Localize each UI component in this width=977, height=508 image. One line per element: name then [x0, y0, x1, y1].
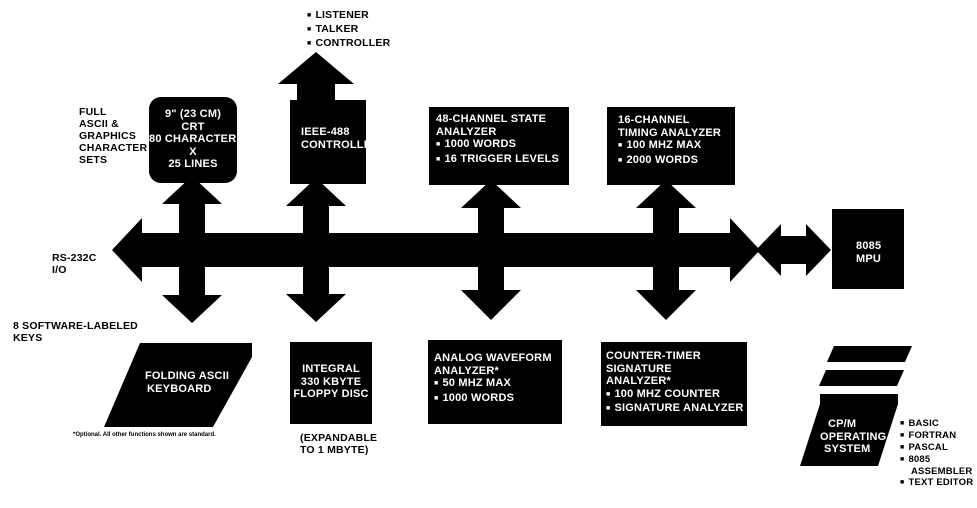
ieee-roles-list: LISTENER TALKER CONTROLLER: [307, 9, 390, 51]
cpm-software-item: 8085: [900, 454, 973, 466]
cpm-box: [800, 394, 898, 466]
mpu-line: 8085: [856, 240, 882, 252]
crt-line: CRT: [181, 120, 205, 133]
timing-analyzer-spec: 100 MHz MAX: [618, 139, 721, 154]
ieee-line: IEEE-488: [301, 126, 350, 138]
waveform-text: ANALOG WAVEFORM ANALYZER* 50 MHz MAX 100…: [434, 352, 552, 406]
cpm-software-item: FORTRAN: [900, 430, 973, 442]
waveform-title: ANALOG WAVEFORM: [434, 352, 552, 364]
ieee-text: IEEE-488 CONTROLLER: [301, 126, 379, 151]
keyboard-text: FOLDING ASCII KEYBOARD: [145, 370, 229, 395]
cpm-layer-middle: [819, 370, 904, 386]
state-bus-arrow: [461, 180, 521, 320]
crt-box: [149, 97, 237, 183]
floppy-line: 330 KBYTE: [300, 375, 362, 388]
mpu-box: [832, 209, 904, 289]
state-analyzer-spec: 1000 WORDS: [436, 138, 559, 153]
crt-line: 25 LINES: [168, 158, 218, 170]
state-analyzer-text: 48-CHANNEL STATE ANALYZER 1000 WORDS 16 …: [436, 113, 559, 167]
crt-side-line: CHARACTER: [79, 142, 148, 154]
cpm-software-item: PASCAL: [900, 442, 973, 454]
keyboard-side-line: 8 SOFTWARE-LABELED: [13, 320, 138, 332]
mpu-line: MPU: [856, 252, 882, 265]
waveform-spec: 1000 WORDS: [434, 392, 552, 407]
keyboard-box: [104, 343, 252, 427]
crt-line: X: [189, 145, 197, 158]
rs232c-bus-arrow: [112, 218, 760, 282]
ieee-box: [290, 100, 366, 184]
waveform-title: ANALYZER*: [434, 364, 499, 377]
counter-title: SIGNATURE: [606, 362, 672, 375]
rs232c-label: RS-232C I/O: [52, 252, 97, 276]
cpm-line: CP/M: [828, 418, 857, 430]
floppy-line: FLOPPY DISC: [293, 388, 369, 400]
cpm-line: OPERATING: [820, 430, 887, 443]
waveform-spec: 50 MHz MAX: [434, 377, 552, 392]
crt-line: 9" (23 cm): [164, 108, 222, 120]
state-analyzer-title: ANALYZER: [436, 125, 497, 138]
cpm-software-item: TEXT EDITOR: [900, 477, 973, 489]
timing-analyzer-title: 16-CHANNEL: [618, 114, 690, 126]
ieee-role: TALKER: [307, 23, 390, 37]
timing-analyzer-spec: 2000 WORDS: [618, 154, 721, 169]
crt-text: 9" (23 cm) CRT 80 CHARACTERS X 25 LINES: [149, 108, 244, 171]
crt-side-line: GRAPHICS: [79, 130, 137, 142]
state-analyzer-spec: 16 TRIGGER LEVELS: [436, 153, 559, 168]
mpu-text: 8085 MPU: [856, 240, 881, 265]
footnote: *Optional. All other functions shown are…: [73, 432, 216, 438]
cpm-software-list: BASIC FORTRAN PASCAL 8085 ASSEMBLER TEXT…: [900, 418, 973, 489]
counter-title: ANALYZER*: [606, 375, 671, 387]
floppy-text: INTEGRAL 330 KBYTE FLOPPY DISC: [290, 363, 372, 401]
cpm-software-item: BASIC: [900, 418, 973, 430]
ieee-bus-arrow: [286, 178, 346, 322]
crt-side-line: SETS: [79, 154, 108, 166]
cpm-layer-top: [827, 346, 912, 362]
cpm-text: CP/M OPERATING SYSTEM: [818, 418, 886, 456]
counter-spec: 100 MHz COUNTER: [606, 388, 744, 403]
cpm-software-item: ASSEMBLER: [911, 466, 973, 477]
crt-bus-arrow: [162, 176, 222, 323]
keyboard-line: FOLDING ASCII: [145, 370, 230, 382]
crt-side-label: FULL ASCII & GRAPHICS CHARACTER SETS: [79, 106, 147, 166]
rs232c-label-line: RS-232C: [52, 252, 97, 264]
floppy-note-line: TO 1 MBYTE): [300, 444, 369, 456]
floppy-line: INTEGRAL: [302, 363, 360, 375]
crt-side-line: FULL: [79, 106, 107, 118]
floppy-box: [290, 342, 372, 424]
floppy-note: (EXPANDABLE TO 1 MBYTE): [300, 432, 377, 456]
floppy-note-line: (EXPANDABLE: [300, 432, 378, 444]
mpu-link-arrow: [756, 224, 831, 276]
crt-line: 80 CHARACTERS: [149, 133, 244, 145]
timing-bus-arrow: [636, 180, 696, 320]
ieee-role: CONTROLLER: [307, 37, 390, 51]
timing-analyzer-title: TIMING ANALYZER: [618, 126, 722, 139]
counter-text: COUNTER-TIMER SIGNATURE ANALYZER* 100 MH…: [606, 350, 744, 417]
ieee-line: CONTROLLER: [301, 138, 380, 151]
ieee-up-arrow: [278, 52, 354, 101]
keyboard-side-label: 8 SOFTWARE-LABELED KEYS: [13, 320, 138, 344]
cpm-line: SYSTEM: [824, 443, 871, 455]
counter-spec: SIGNATURE ANALYZER: [606, 402, 744, 417]
crt-side-line: ASCII &: [79, 118, 119, 130]
keyboard-line: KEYBOARD: [147, 382, 212, 395]
state-analyzer-title: 48-CHANNEL STATE: [436, 113, 547, 125]
timing-analyzer-text: 16-CHANNEL TIMING ANALYZER 100 MHz MAX 2…: [618, 114, 721, 168]
rs232c-label-line: I/O: [52, 264, 67, 276]
counter-title: COUNTER-TIMER: [606, 350, 701, 362]
keyboard-side-line: KEYS: [13, 332, 43, 344]
ieee-role: LISTENER: [307, 9, 390, 23]
